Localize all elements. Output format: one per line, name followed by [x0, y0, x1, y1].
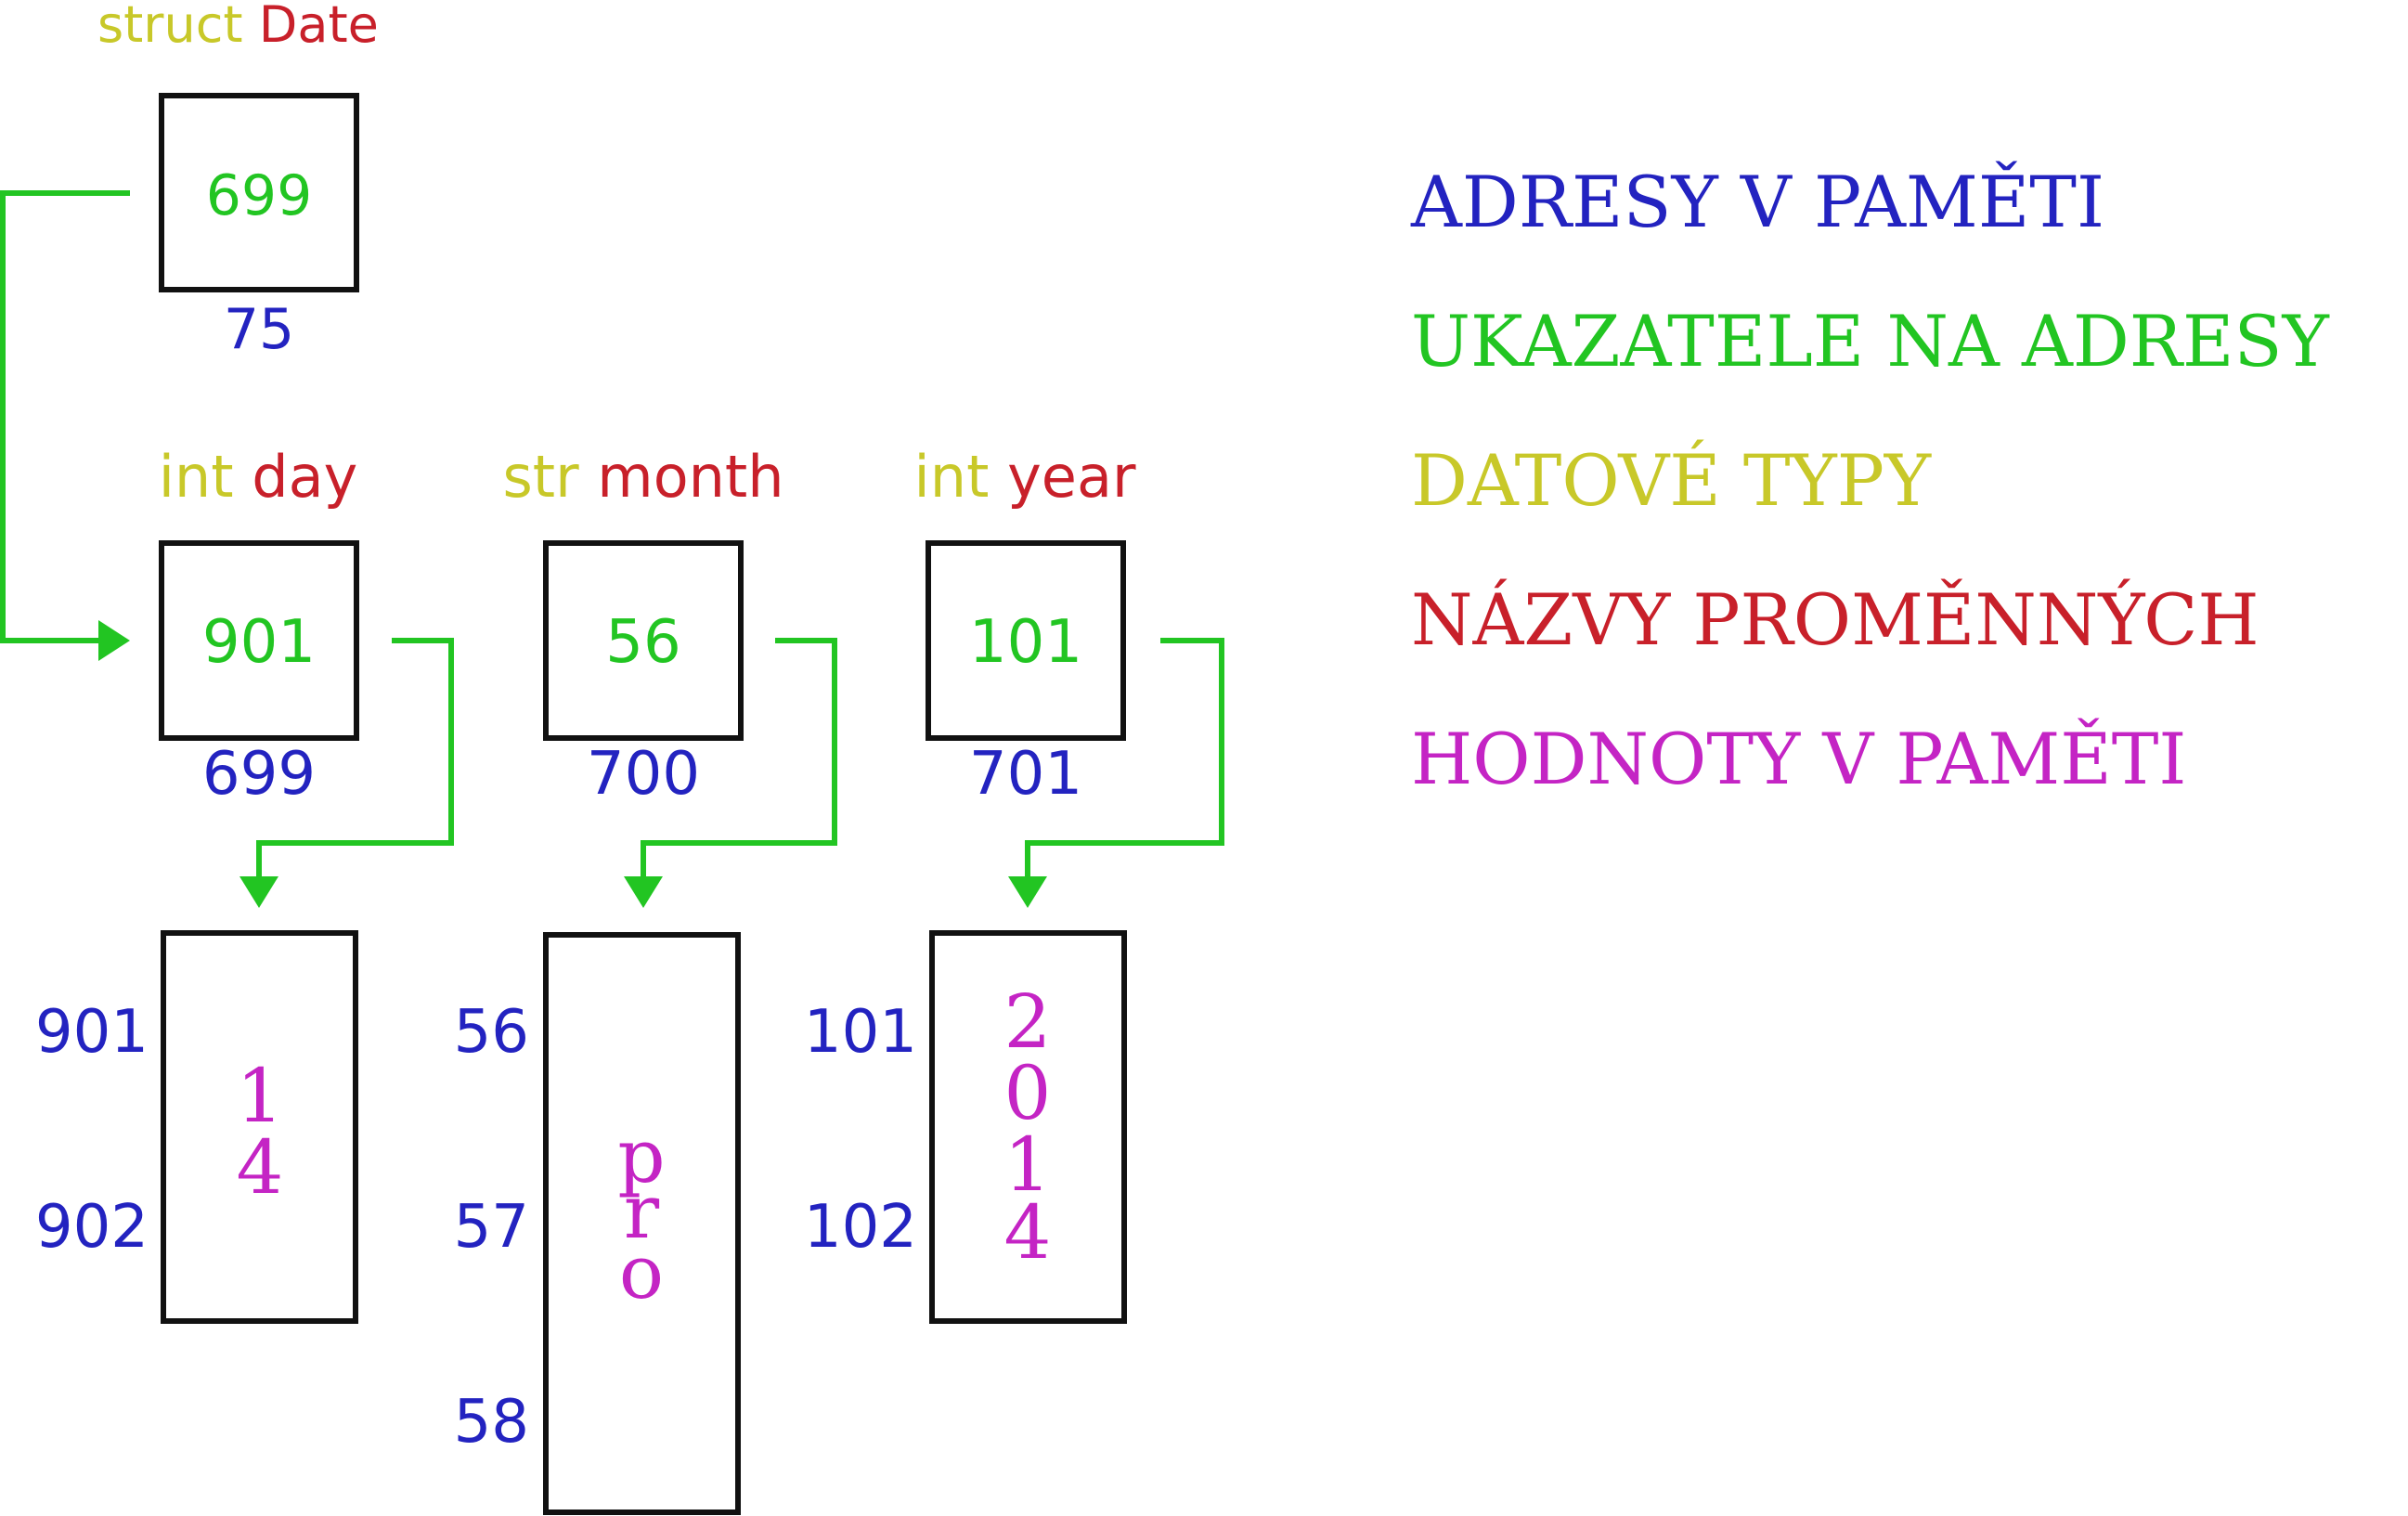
struct-address: 75: [224, 297, 294, 362]
legend-item-address: ADRESY V PAMĚTI: [1410, 160, 2104, 243]
legend-item-pointer: UKAZATELE NA ADRESY: [1411, 300, 2330, 382]
legend-item-value: HODNOTY V PAMĚTI: [1411, 717, 2186, 800]
memory-value: 2: [1004, 978, 1052, 1065]
arrowhead: [240, 876, 278, 908]
arrow-line: [1025, 638, 1224, 876]
field-month-name: month: [597, 443, 783, 511]
legend-item-type: DATOVÉ TYPY: [1411, 438, 1932, 522]
memory-address: 57: [454, 1193, 529, 1262]
field-year-box: [926, 540, 1126, 741]
memory-box: [161, 930, 358, 1324]
memory-value: 1: [1004, 1121, 1052, 1208]
arrow-month-to-memory: [624, 638, 837, 908]
legend-item-name: NÁZVY PROMĚNNÝCH: [1411, 577, 2259, 661]
field-day-pointer-value: 901: [202, 608, 316, 677]
memory-address: 101: [804, 998, 917, 1067]
memory-block-year: 101 102 2 0 1 4: [804, 930, 1127, 1324]
struct-name-label: Date: [259, 0, 379, 54]
arrow-line: [0, 190, 130, 643]
memory-value: o: [619, 1229, 664, 1315]
memory-address: 102: [804, 1193, 917, 1262]
arrow-line: [641, 638, 837, 876]
field-month-node: str month 56 700: [502, 443, 783, 809]
arrow-day-to-memory: [240, 638, 454, 908]
memory-value: 0: [1004, 1050, 1052, 1136]
field-month-label: str month: [502, 443, 783, 511]
arrowhead: [98, 620, 130, 661]
memory-box: [929, 930, 1127, 1324]
field-year-name: year: [1007, 443, 1136, 511]
field-day-name: day: [252, 443, 357, 511]
struct-type-label: struct: [97, 0, 243, 54]
field-day-label: int day: [159, 443, 358, 511]
field-day-node: int day 901 699: [159, 443, 359, 809]
memory-address: 56: [454, 998, 529, 1067]
field-day-address: 699: [202, 740, 316, 809]
field-year-type: int: [914, 443, 990, 511]
arrow-struct-to-day: [0, 190, 130, 661]
memory-block-day: 901 902 1 4: [35, 930, 358, 1324]
arrow-line: [256, 638, 454, 876]
arrow-year-to-memory: [1008, 638, 1224, 908]
field-year-pointer-value: 101: [969, 608, 1082, 677]
field-day-box: [159, 540, 359, 741]
struct-box: [159, 93, 359, 292]
arrowhead: [624, 876, 663, 908]
field-year-node: int year 101 701: [914, 443, 1136, 809]
arrowhead: [1008, 876, 1047, 908]
memory-value: 4: [237, 1124, 284, 1211]
memory-value: r: [624, 1169, 660, 1255]
struct-pointer-value: 699: [206, 163, 313, 228]
legend: ADRESY V PAMĚTI UKAZATELE NA ADRESY DATO…: [1410, 160, 2330, 800]
memory-block-month: 56 57 58 p r o: [454, 932, 741, 1515]
memory-address: 902: [35, 1193, 149, 1262]
field-month-type: str: [502, 443, 579, 511]
field-month-pointer-value: 56: [605, 608, 680, 677]
struct-date-node: struct Date 699 75: [97, 0, 379, 362]
field-month-box: [543, 540, 744, 741]
memory-address: 901: [35, 998, 149, 1067]
field-year-label: int year: [914, 443, 1136, 511]
field-day-type: int: [159, 443, 234, 511]
memory-value: 1: [237, 1053, 284, 1139]
memory-address: 58: [454, 1388, 529, 1457]
field-year-address: 701: [969, 740, 1082, 809]
struct-label: struct Date: [97, 0, 379, 54]
memory-box: [543, 932, 741, 1515]
memory-value: 4: [1004, 1189, 1052, 1276]
field-month-address: 700: [587, 740, 700, 809]
memory-value: p: [617, 1113, 665, 1199]
